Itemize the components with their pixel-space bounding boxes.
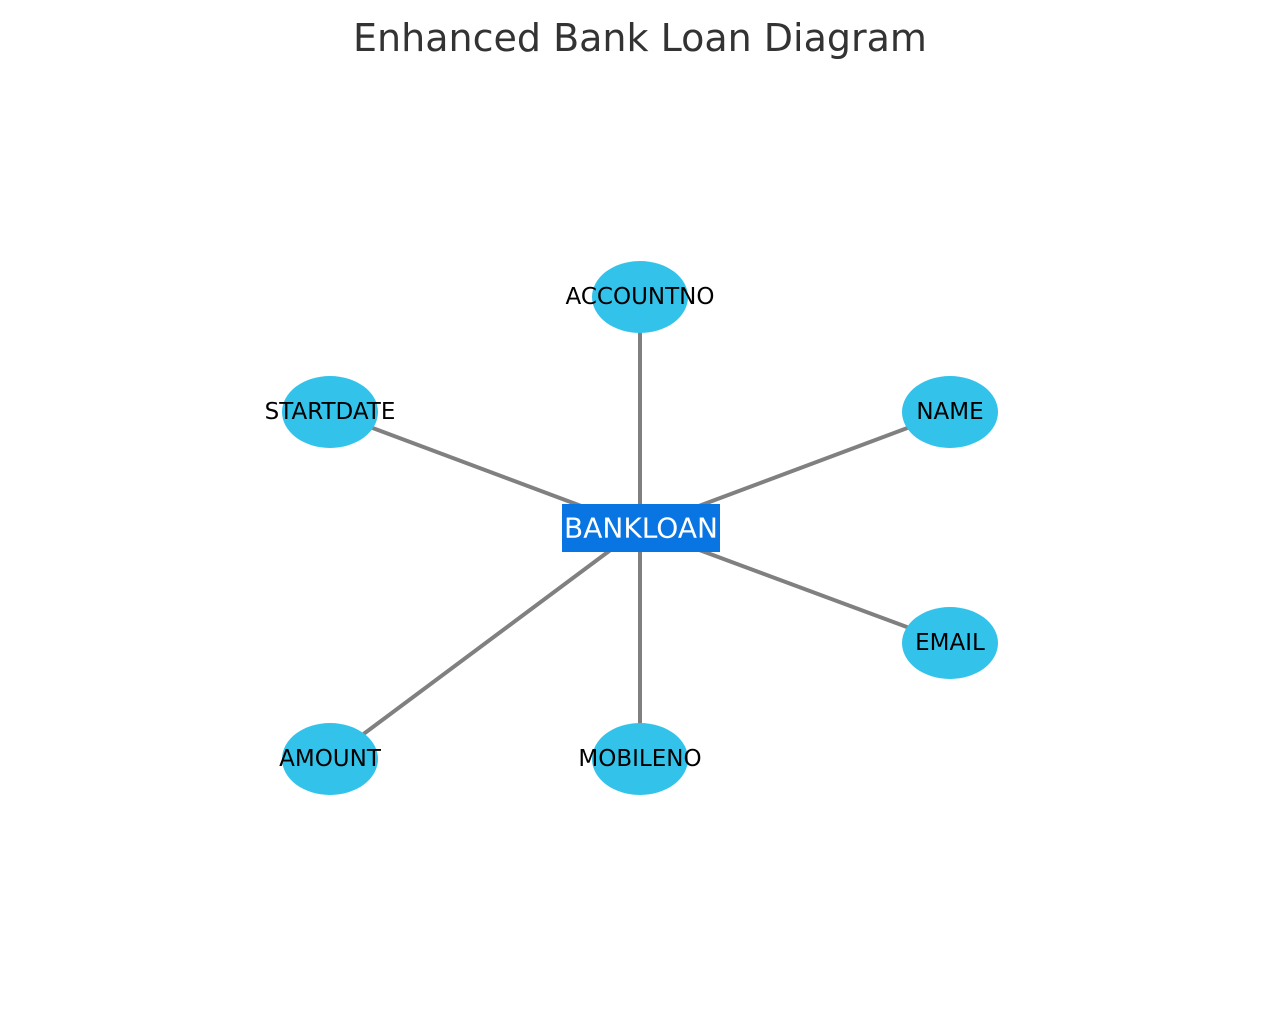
entity-box (562, 504, 720, 552)
attribute-label: NAME (916, 399, 983, 425)
attribute-ellipse (592, 723, 688, 795)
attribute-email: EMAIL (902, 607, 998, 679)
attribute-name: NAME (902, 376, 998, 448)
attribute-label: STARTDATE (265, 399, 396, 425)
edge-bankloan-amount (328, 526, 642, 761)
attribute-ellipse (902, 376, 998, 448)
attribute-accountno: ACCOUNTNO (566, 261, 715, 333)
attribute-label: AMOUNT (279, 746, 382, 772)
attribute-ellipse (282, 376, 378, 448)
attribute-label: MOBILENO (578, 746, 701, 772)
attribute-ellipse (902, 607, 998, 679)
attribute-label: ACCOUNTNO (566, 284, 715, 310)
attribute-amount: AMOUNT (279, 723, 382, 795)
attribute-label: EMAIL (915, 630, 985, 656)
attribute-mobileno: MOBILENO (578, 723, 702, 795)
attributes-layer: ACCOUNTNO NAME EMAIL MOBILENO AMOUNT STARTDAT… (265, 261, 998, 795)
attribute-startdate: STARTDATE (265, 376, 396, 448)
attribute-ellipse (592, 261, 688, 333)
diagram-title: Enhanced Bank Loan Diagram (353, 16, 927, 60)
entity-label: BANKLOAN (564, 512, 718, 545)
entity-bankloan: BANKLOAN (562, 504, 720, 552)
attribute-ellipse (282, 723, 378, 795)
